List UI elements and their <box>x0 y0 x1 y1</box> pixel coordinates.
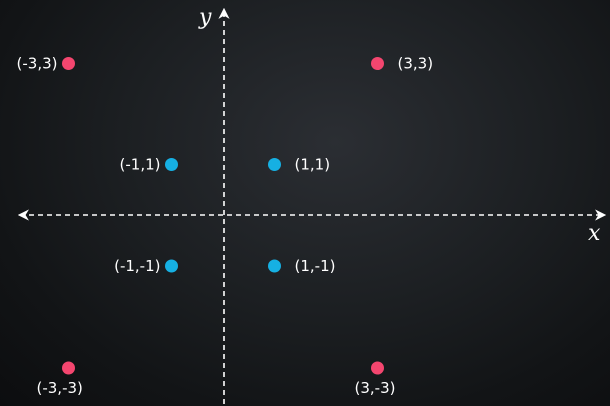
data-point-label: (-1,1) <box>120 156 161 174</box>
data-points: (-3,3) (3,3) (-3,-3) (3,-3) (-1,1) (1,1) (-1,-… <box>17 55 434 398</box>
data-point-label: (-3,-3) <box>37 379 83 397</box>
data-point <box>268 158 281 171</box>
data-point <box>371 361 384 375</box>
data-point <box>62 57 75 70</box>
data-point-label: (3,3) <box>398 55 434 73</box>
data-point-label: (-3,3) <box>17 55 58 73</box>
x-axis-label: x <box>588 221 601 246</box>
data-point-label: (1,-1) <box>295 257 336 275</box>
data-point-label: (1,1) <box>295 156 331 174</box>
data-point <box>268 259 281 273</box>
data-point <box>165 259 178 273</box>
data-point <box>371 57 384 70</box>
y-axis-label: y <box>198 5 212 30</box>
data-point <box>165 158 178 171</box>
data-point <box>62 361 75 375</box>
data-point-label: (-1,-1) <box>114 257 160 275</box>
data-point-label: (3,-3) <box>355 379 396 397</box>
